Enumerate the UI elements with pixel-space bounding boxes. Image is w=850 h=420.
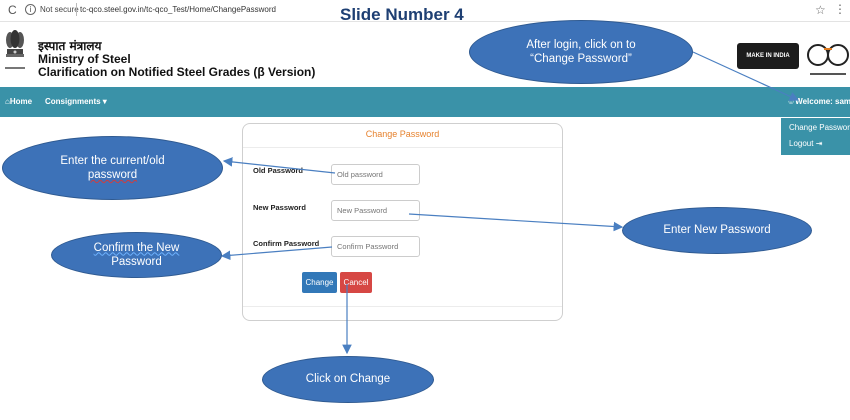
browser-menu-icon[interactable]: ⋮ (834, 2, 846, 16)
form-title: Change Password (365, 129, 440, 139)
new-password-label: New Password (253, 203, 306, 212)
old-password-input[interactable] (331, 164, 420, 185)
logout-icon: ⇥ (813, 139, 823, 148)
change-button[interactable]: Change (302, 272, 337, 293)
callout-new-text: Enter New Password (663, 224, 771, 237)
callout-confirm-line2: Password (111, 256, 162, 268)
nav-home-label: Home (9, 97, 33, 106)
info-icon[interactable]: i (25, 4, 36, 15)
top-navbar (0, 87, 850, 117)
browser-address-bar (0, 0, 850, 22)
url-divider (76, 3, 77, 16)
callout-old-line2: password (87, 169, 138, 181)
emblem-icon (5, 30, 25, 69)
confirm-password-input[interactable] (331, 236, 420, 257)
callout-login-line1: After login, click on to (526, 38, 636, 51)
nav-home-link[interactable]: ⌂Home (5, 97, 32, 106)
make-in-india-logo: MAKE IN INDIA (737, 43, 799, 69)
site-title: Clarification on Notified Steel Grades (… (38, 65, 316, 79)
user-icon: ☺ (787, 97, 796, 106)
cancel-button[interactable]: Cancel (340, 272, 372, 293)
nav-welcome-label: Welcome: samm (795, 97, 850, 106)
nav-user-menu[interactable]: ☺Welcome: samm (787, 97, 850, 106)
callout-click-text: Click on Change (305, 373, 391, 386)
nav-consignments-label: Consignments (45, 97, 101, 106)
callout-old-line1: Enter the current/old (60, 154, 165, 167)
swachh-bharat-logo (807, 44, 849, 75)
confirm-password-label: Confirm Password (253, 239, 320, 248)
home-icon: ⌂ (5, 97, 10, 106)
callout-new-password: Enter New Password (622, 207, 812, 254)
callout-confirm-line1: Confirm the New (93, 241, 180, 254)
form-divider (243, 147, 562, 148)
reload-icon[interactable]: C (8, 3, 17, 17)
logout-label: Logout (789, 139, 814, 148)
star-icon[interactable]: ☆ (815, 3, 826, 17)
caret-down-icon: ▾ (100, 97, 107, 106)
callout-login-line2: “Change Password” (530, 53, 632, 65)
callout-old-password: Enter the current/old password (2, 136, 223, 200)
menu-item-logout[interactable]: Logout ⇥ (789, 139, 822, 148)
change-password-panel (242, 123, 563, 321)
callout-click-change: Click on Change (262, 356, 434, 403)
url-text[interactable]: tc-qco.steel.gov.in/tc-qco_Test/Home/Cha… (80, 5, 276, 14)
user-dropdown-menu (781, 118, 850, 155)
menu-item-change-password[interactable]: Change Password (789, 123, 850, 132)
slide-title: Slide Number 4 (340, 5, 464, 24)
form-footer-divider (243, 306, 562, 307)
ministry-name: Ministry of Steel (38, 52, 131, 66)
ministry-hindi-name: इस्पात मंत्रालय (38, 39, 102, 53)
callout-login: After login, click on to “Change Password… (469, 20, 693, 84)
new-password-input[interactable] (331, 200, 420, 221)
nav-consignments-menu[interactable]: Consignments ▾ (45, 97, 107, 106)
old-password-label: Old Password (253, 166, 304, 175)
security-label: Not secure (40, 5, 79, 14)
